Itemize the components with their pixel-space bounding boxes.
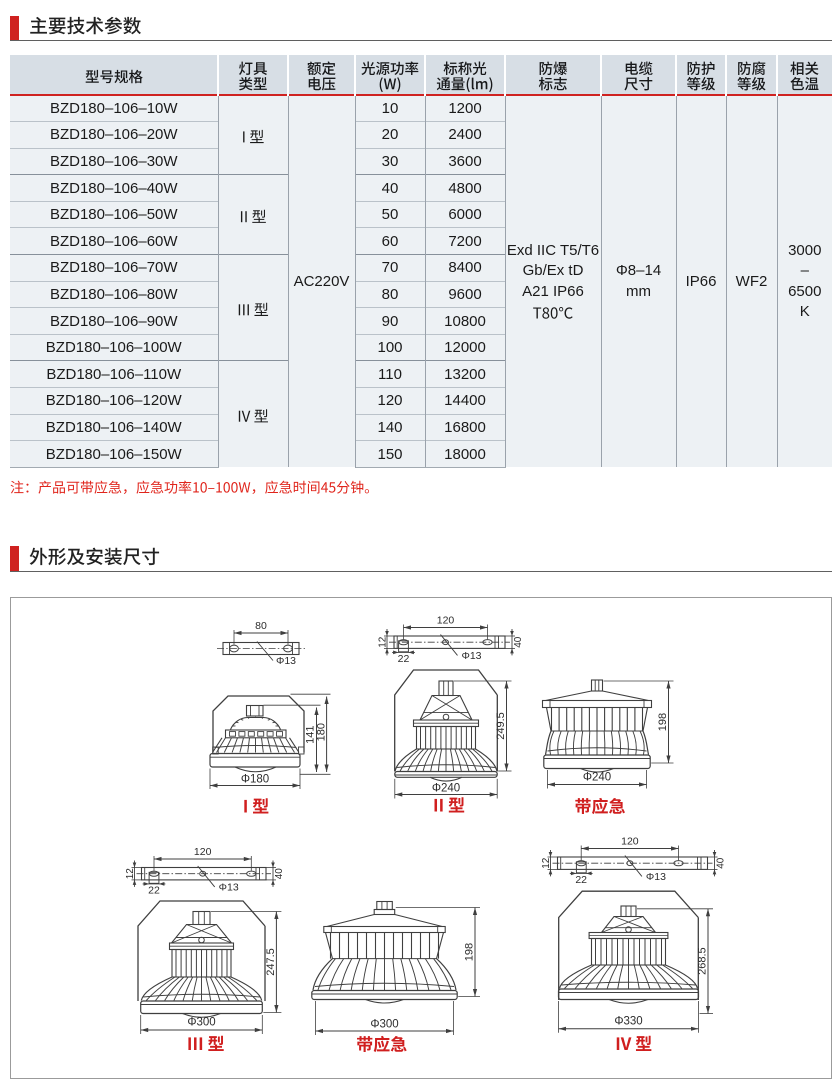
svg-text:Φ13: Φ13 [219,881,239,893]
svg-text:180: 180 [315,723,327,741]
svg-text:Φ180: Φ180 [241,774,269,786]
svg-text:12: 12 [125,868,136,880]
svg-text:22: 22 [148,884,160,896]
svg-text:Φ13: Φ13 [276,655,296,667]
svg-text:12: 12 [378,636,389,648]
svg-text:249.5: 249.5 [495,712,507,740]
svg-text:198: 198 [464,943,476,961]
svg-text:198: 198 [657,713,669,731]
svg-text:22: 22 [398,653,410,665]
svg-text:40: 40 [274,868,285,880]
svg-text:12: 12 [541,857,552,869]
svg-text:Φ13: Φ13 [461,650,481,662]
svg-text:120: 120 [194,846,212,858]
svg-text:120: 120 [621,836,639,848]
svg-text:Φ300: Φ300 [370,1019,398,1031]
svg-text:141: 141 [305,726,317,744]
svg-text:Φ240: Φ240 [432,783,460,795]
svg-text:40: 40 [513,636,524,648]
svg-text:80: 80 [255,620,267,632]
svg-text:268.5: 268.5 [697,947,709,975]
svg-text:Φ240: Φ240 [583,772,611,784]
svg-text:Φ13: Φ13 [646,871,666,883]
svg-text:Φ330: Φ330 [614,1016,642,1028]
svg-text:40: 40 [716,857,727,869]
svg-text:Φ300: Φ300 [187,1017,215,1029]
svg-text:120: 120 [437,615,455,627]
svg-text:22: 22 [575,874,587,886]
svg-text:247.5: 247.5 [265,948,277,976]
